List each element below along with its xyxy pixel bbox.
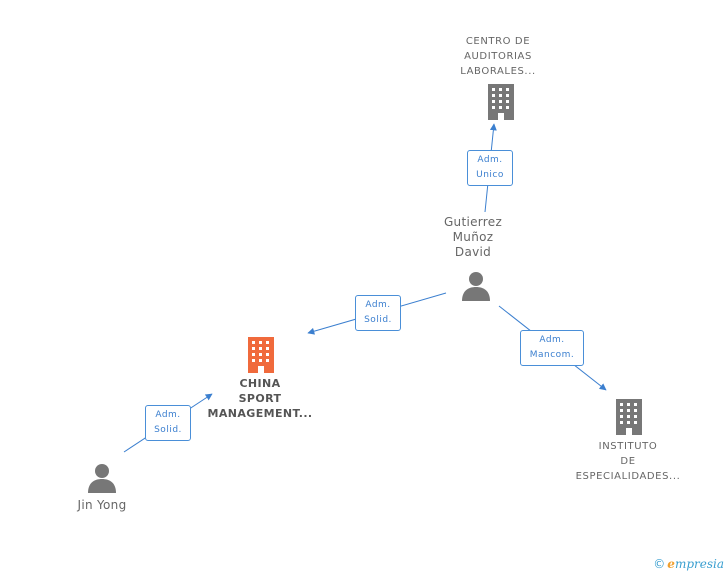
- role-badge-adm-mancom[interactable]: Adm. Mancom.: [520, 330, 584, 366]
- empresia-logo[interactable]: ©empresia: [653, 557, 724, 571]
- centro-label-line-2: AUDITORIAS: [464, 51, 532, 62]
- role-line: Mancom.: [529, 350, 575, 360]
- gutierrez-label-line-3: David: [454, 245, 492, 259]
- role-line: Adm.: [365, 300, 391, 310]
- centro-label[interactable]: CENTRO DE AUDITORIAS LABORALES...: [438, 34, 558, 79]
- brand-letter-e: e: [667, 557, 675, 571]
- role-badge-adm-solid-jin[interactable]: Adm. Solid.: [145, 405, 191, 441]
- copyright-symbol: ©: [653, 557, 666, 571]
- china-label[interactable]: CHINA SPORT MANAGEMENT...: [200, 376, 320, 421]
- role-line: Unico: [476, 170, 504, 180]
- person-icon[interactable]: [461, 271, 491, 301]
- role-line: Adm.: [539, 335, 565, 345]
- role-badge-adm-solid[interactable]: Adm. Solid.: [355, 295, 401, 331]
- role-line: Solid.: [364, 315, 392, 325]
- instituto-label-line-1: INSTITUTO: [598, 441, 658, 452]
- china-label-line-1: CHINA: [239, 377, 281, 390]
- role-badge-adm-unico[interactable]: Adm. Unico: [467, 150, 513, 186]
- person-icon[interactable]: [87, 463, 117, 493]
- jin-label-line-1: Jin Yong: [77, 498, 127, 512]
- centro-label-line-3: LABORALES...: [460, 66, 536, 77]
- building-icon[interactable]: [614, 399, 644, 435]
- role-line: Adm.: [155, 410, 181, 420]
- building-icon[interactable]: [246, 337, 276, 373]
- jin-label[interactable]: Jin Yong: [52, 498, 152, 513]
- instituto-label[interactable]: INSTITUTO DE ESPECIALIDADES...: [563, 439, 693, 484]
- gutierrez-label-line-2: Muñoz: [452, 230, 494, 244]
- role-line: Solid.: [154, 425, 182, 435]
- role-line: Adm.: [477, 155, 503, 165]
- china-label-line-2: SPORT: [238, 392, 282, 405]
- brand-name: mpresia: [674, 557, 724, 571]
- gutierrez-label[interactable]: Gutierrez Muñoz David: [423, 215, 523, 260]
- building-icon[interactable]: [486, 84, 516, 120]
- gutierrez-label-line-1: Gutierrez: [443, 215, 503, 229]
- instituto-label-line-2: DE: [620, 456, 636, 467]
- instituto-label-line-3: ESPECIALIDADES...: [575, 471, 681, 482]
- centro-label-line-1: CENTRO DE: [465, 36, 531, 47]
- china-label-line-3: MANAGEMENT...: [207, 407, 313, 420]
